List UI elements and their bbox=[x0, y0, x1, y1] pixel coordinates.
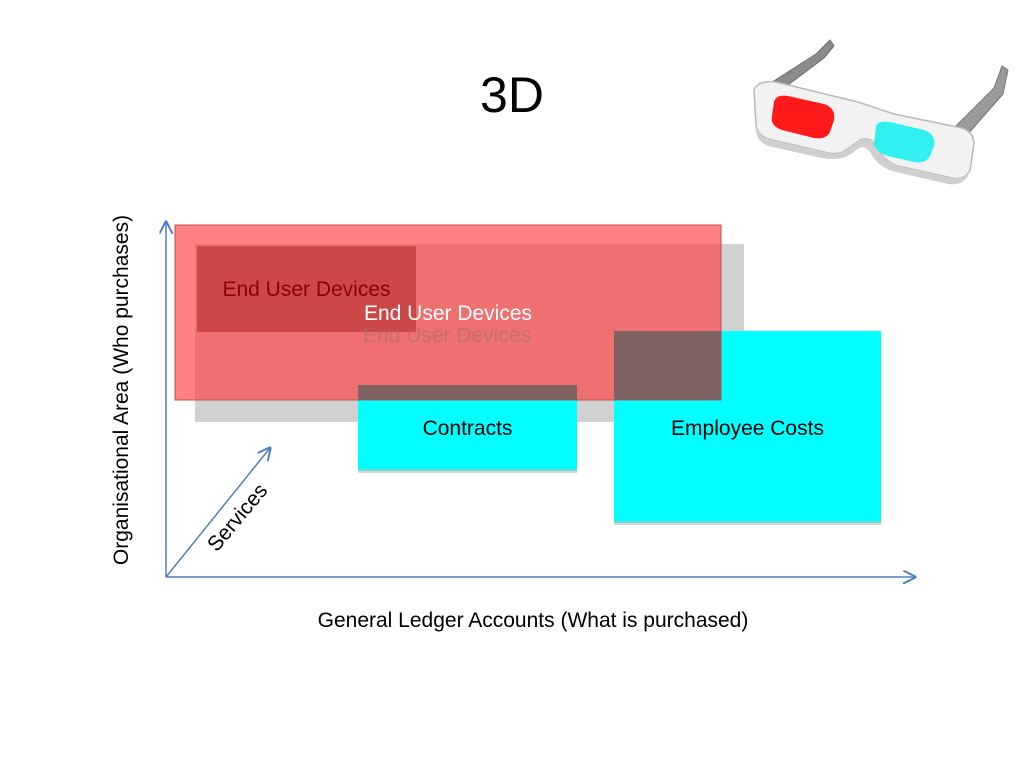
employee-costs-overlap bbox=[614, 331, 721, 400]
y-axis-label: Organisational Area (Who purchases) bbox=[110, 214, 133, 566]
end-user-devices-shadow-label: End User Devices bbox=[362, 324, 532, 347]
z-axis bbox=[165, 448, 270, 578]
contracts-shadow bbox=[358, 469, 577, 473]
x-axis-label: General Ledger Accounts (What is purchas… bbox=[317, 609, 749, 632]
end-user-devices-front-label: End User Devices bbox=[363, 302, 533, 325]
3d-glasses-icon bbox=[753, 39, 1009, 185]
employee-costs-shadow bbox=[614, 521, 881, 525]
slide-title: 3D bbox=[480, 67, 544, 123]
contracts-label: Contracts bbox=[422, 417, 513, 440]
employee-costs-label: Employee Costs bbox=[671, 417, 824, 440]
end-user-devices-back-label: End User Devices bbox=[222, 278, 391, 301]
contracts-overlap bbox=[358, 385, 577, 400]
